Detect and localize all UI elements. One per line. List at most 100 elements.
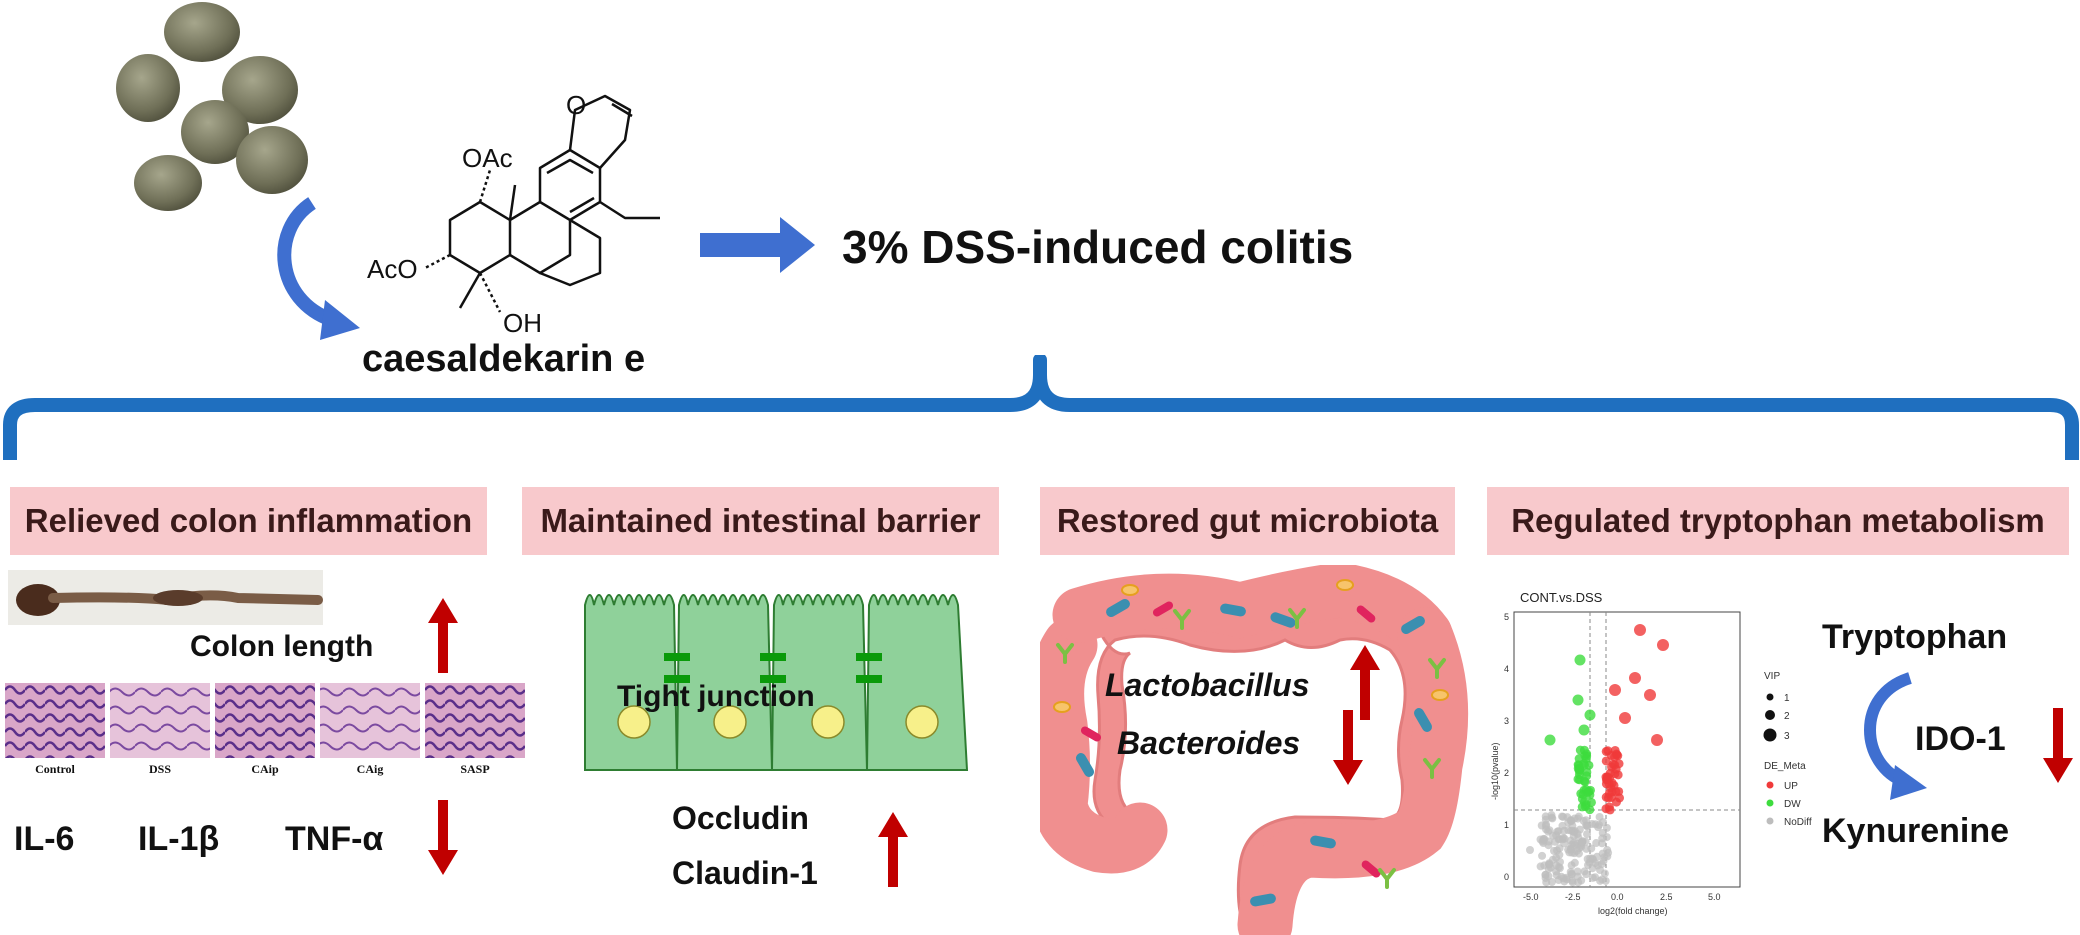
volcano-point	[1610, 745, 1620, 755]
volcano-plot: -5.0 -2.5 0.0 2.5 5.0 0 1 2 3 4 5 log2(f…	[1490, 611, 1741, 916]
volcano-point	[1594, 823, 1603, 832]
right-arrow-icon	[700, 217, 815, 273]
legend-meta-title: DE_Meta	[1764, 761, 1806, 772]
volcano-xtick: -5.0	[1523, 892, 1539, 902]
protein-claudin: Claudin-1	[672, 855, 818, 891]
histology-label: DSS	[148, 762, 171, 776]
volcano-point	[1545, 859, 1554, 868]
volcano-point	[1598, 834, 1607, 843]
pathway-substrate: Tryptophan	[1822, 618, 2008, 656]
down-arrow-icon	[428, 800, 458, 875]
pathway-product: Kynurenine	[1822, 812, 2010, 850]
curved-arrow-icon	[277, 197, 360, 340]
header-inflammation: Relieved colon inflammation	[10, 487, 487, 555]
header-tryptophan: Regulated tryptophan metabolism	[1487, 487, 2069, 555]
volcano-point	[1611, 787, 1621, 797]
up-arrow-icon	[428, 598, 458, 673]
volcano-point	[1559, 833, 1568, 842]
oh-label: OH	[503, 308, 542, 338]
brace-icon	[3, 355, 2079, 460]
volcano-point	[1558, 821, 1567, 830]
volcano-xtick: -2.5	[1565, 892, 1581, 902]
volcano-point	[1570, 858, 1579, 867]
volcano-point	[1578, 837, 1587, 846]
volcano-point	[1588, 873, 1597, 882]
volcano-point	[1651, 734, 1663, 746]
colon-diagram	[1040, 565, 1469, 935]
volcano-point	[1587, 844, 1596, 853]
volcano-legend: VIP 1 2 3 DE_Meta UP DW NoDiff	[1763, 671, 1812, 828]
volcano-ytick: 3	[1504, 716, 1509, 726]
volcano-point	[1586, 854, 1595, 863]
volcano-point	[1544, 872, 1553, 881]
volcano-point	[1542, 878, 1551, 887]
volcano-point	[1582, 771, 1592, 781]
volcano-point	[1583, 830, 1592, 839]
histology-label: Control	[35, 762, 75, 776]
volcano-point	[1579, 758, 1589, 768]
legend-vip-title: VIP	[1764, 671, 1780, 682]
cytokine-il6: IL-6	[14, 820, 75, 858]
cytokine-tnfa: TNF-α	[285, 820, 384, 858]
volcano-point	[1552, 867, 1561, 876]
volcano-xtick: 0.0	[1611, 892, 1624, 902]
volcano-ytick: 4	[1504, 664, 1509, 674]
protein-occludin: Occludin	[672, 800, 809, 836]
model-title: 3% DSS-induced colitis	[842, 221, 1354, 273]
legend-vip-item: 3	[1784, 731, 1790, 742]
volcano-point	[1603, 852, 1612, 861]
histology-strip	[5, 683, 525, 758]
volcano-point	[1595, 812, 1604, 821]
volcano-title: CONT.vs.DSS	[1520, 590, 1603, 605]
cytokine-il1b: IL-1β	[138, 820, 220, 858]
volcano-point	[1601, 746, 1611, 756]
legend-vip-item: 1	[1784, 693, 1790, 704]
legend-meta-item: NoDiff	[1784, 817, 1812, 828]
volcano-point	[1592, 839, 1601, 848]
histology-label: SASP	[460, 762, 490, 776]
volcano-point	[1553, 827, 1562, 836]
volcano-point	[1657, 639, 1669, 651]
volcano-point	[1576, 789, 1586, 799]
down-arrow-icon	[2043, 708, 2073, 783]
histology-label: CAip	[251, 762, 279, 776]
colon-photo	[8, 570, 323, 625]
volcano-point	[1583, 822, 1592, 831]
header-barrier: Maintained intestinal barrier	[522, 487, 999, 555]
volcano-point	[1584, 787, 1594, 797]
volcano-ytick: 1	[1504, 820, 1509, 830]
up-arrow-icon	[878, 812, 908, 887]
volcano-point	[1567, 869, 1576, 878]
up-arrow-icon	[1350, 645, 1380, 720]
volcano-point	[1547, 811, 1556, 820]
legend-meta-item: DW	[1784, 799, 1801, 810]
volcano-point	[1598, 875, 1607, 884]
colon-length-label: Colon length	[190, 630, 374, 663]
volcano-point	[1634, 624, 1646, 636]
volcano-point	[1552, 846, 1561, 855]
volcano-point	[1572, 694, 1584, 706]
volcano-xtick: 2.5	[1660, 892, 1673, 902]
volcano-point	[1605, 805, 1615, 815]
volcano-point	[1538, 851, 1547, 860]
volcano-xtick: 5.0	[1708, 892, 1721, 902]
volcano-point	[1610, 752, 1620, 762]
aco-label: AcO	[367, 254, 418, 284]
volcano-ytick: 2	[1504, 768, 1509, 778]
volcano-point	[1644, 689, 1656, 701]
volcano-point	[1547, 878, 1556, 887]
volcano-point	[1629, 672, 1641, 684]
furan-o-label: O	[566, 90, 586, 120]
epithelial-cells	[584, 594, 969, 771]
volcano-point	[1579, 797, 1589, 807]
volcano-point	[1560, 877, 1569, 886]
volcano-point	[1577, 876, 1586, 885]
volcano-point	[1542, 820, 1551, 829]
seeds-image	[116, 2, 308, 211]
taxon-lactobacillus: Lactobacillus	[1105, 667, 1310, 703]
volcano-point	[1611, 797, 1621, 807]
volcano-point	[1601, 756, 1611, 766]
volcano-point	[1596, 866, 1604, 874]
volcano-point	[1526, 846, 1534, 854]
pathway-enzyme: IDO-1	[1915, 720, 2006, 758]
